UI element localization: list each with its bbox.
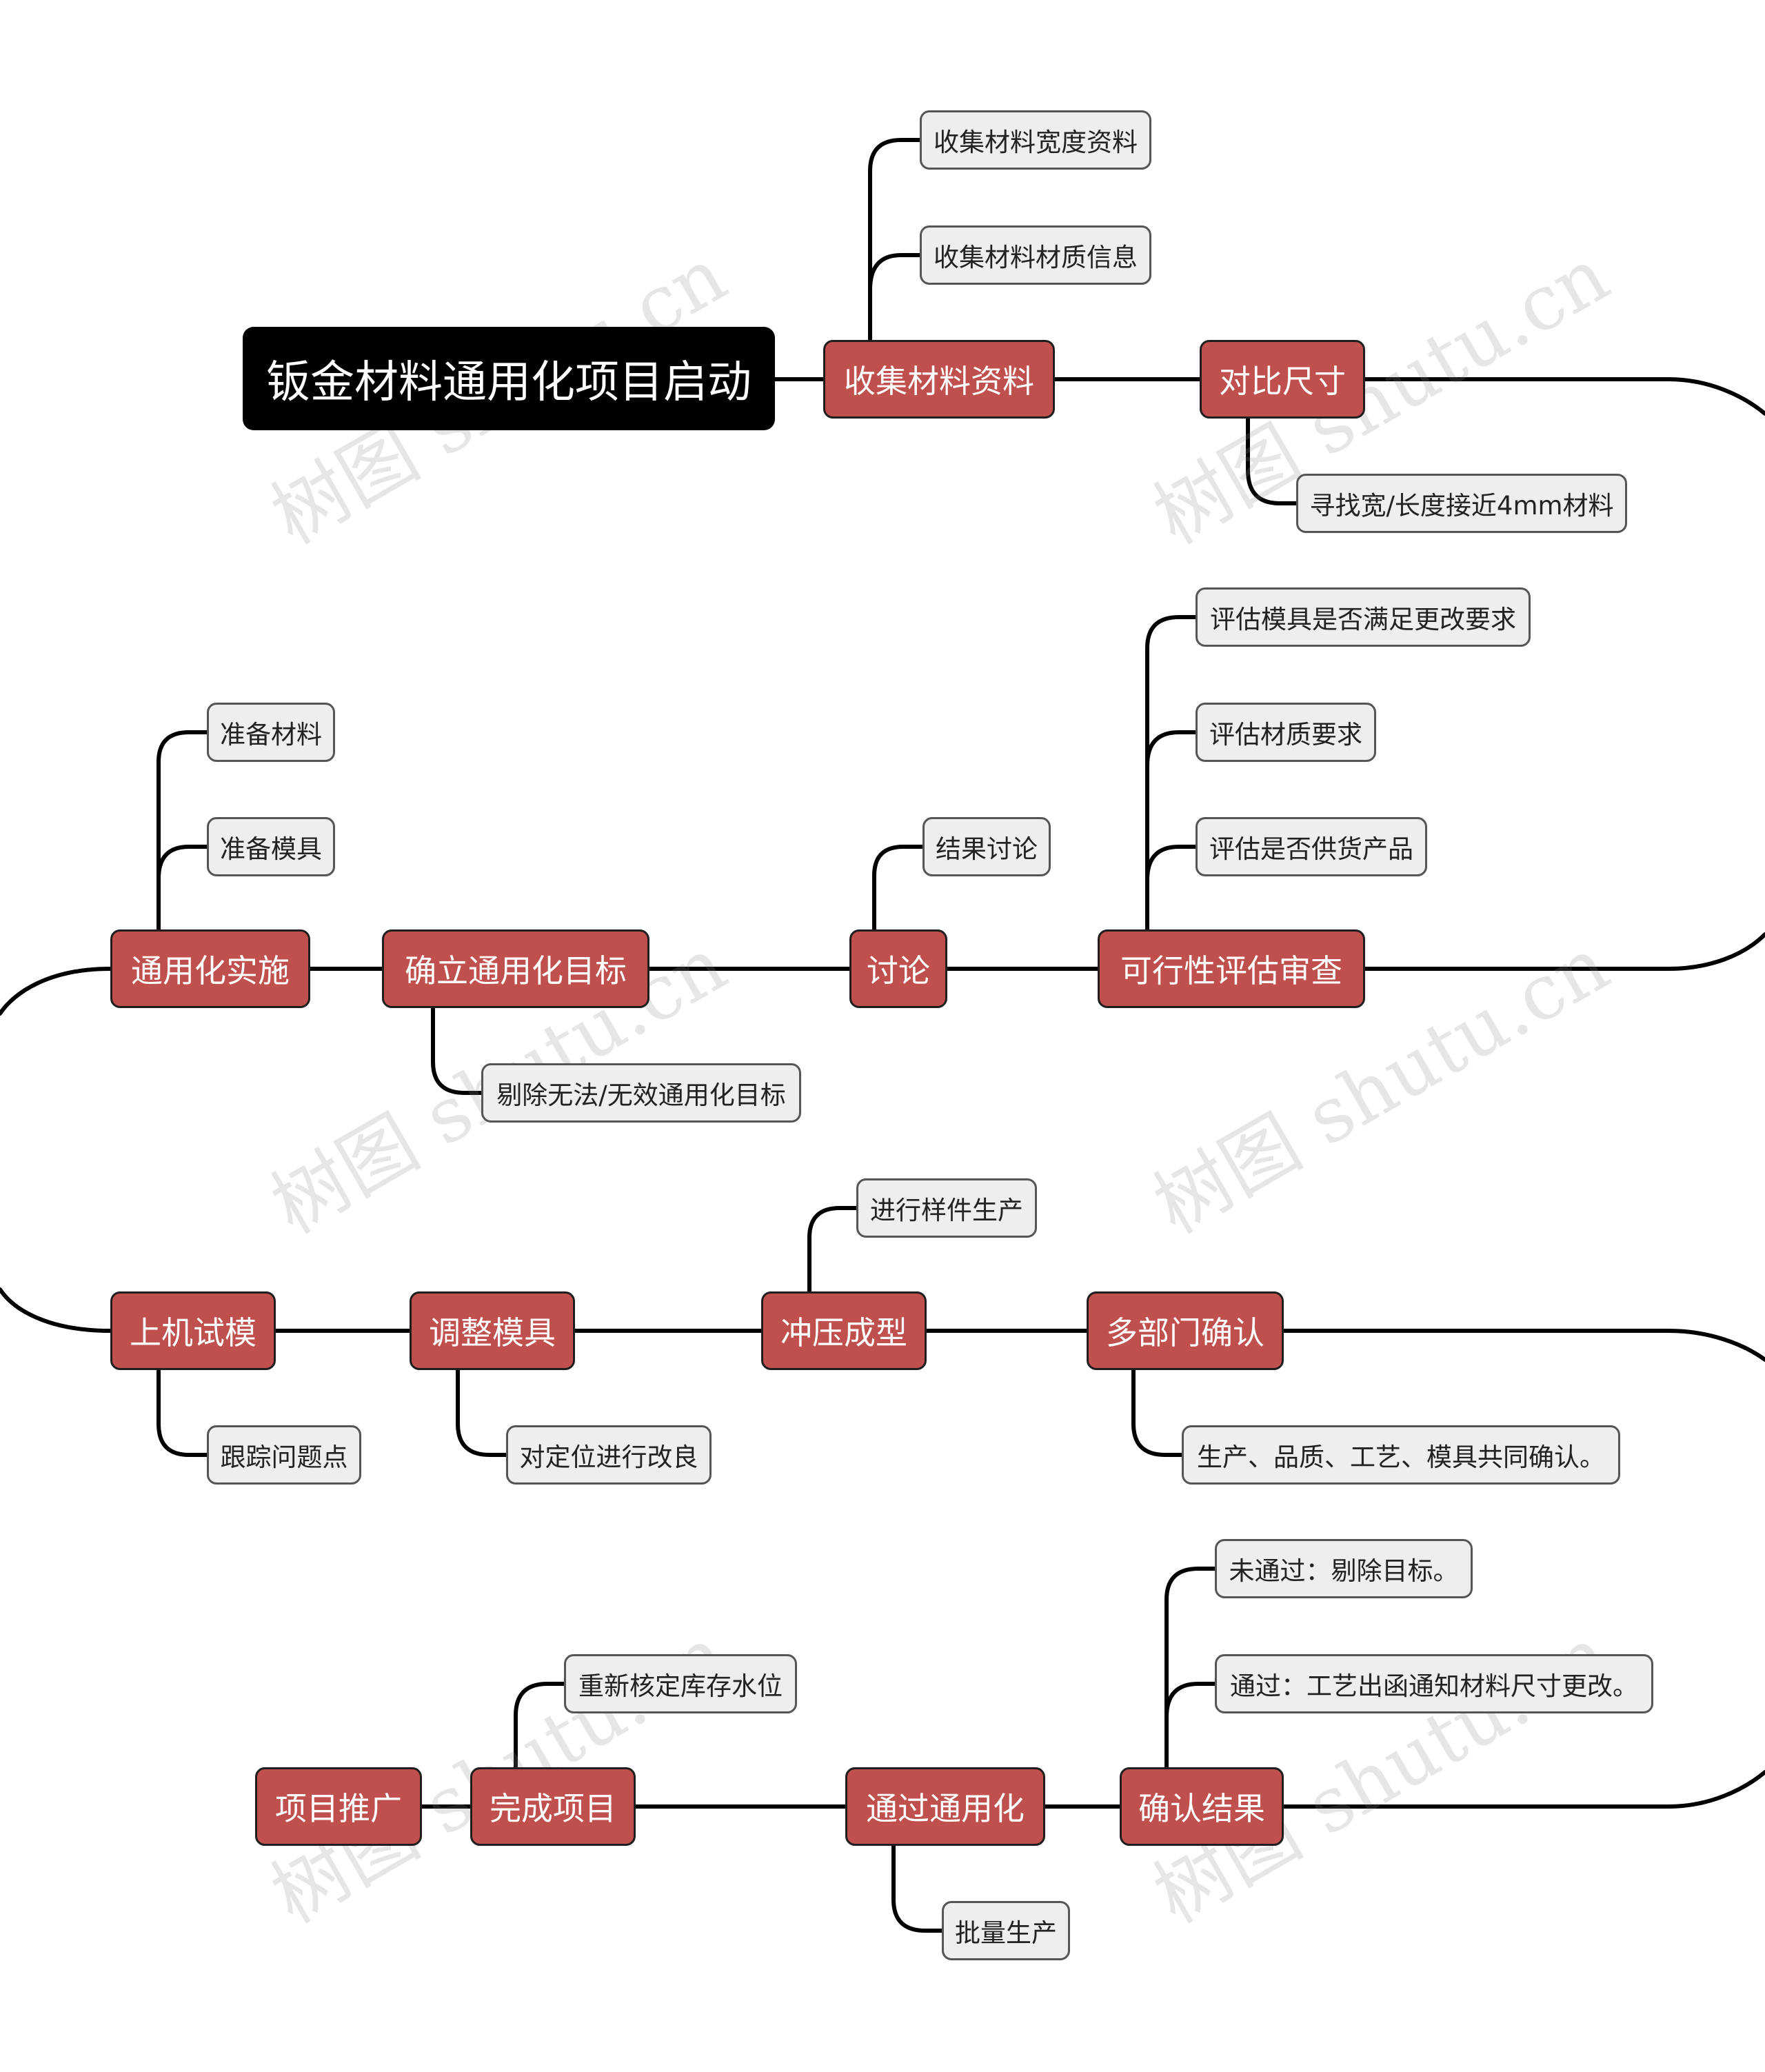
node-label: 讨论 — [867, 952, 930, 989]
leaf-improve-position[interactable]: 对定位进行改良 — [506, 1425, 712, 1485]
node-stamping[interactable]: 冲压成型 — [761, 1291, 927, 1370]
node-goal[interactable]: 确立通用化目标 — [382, 929, 649, 1008]
node-label: 可行性评估审查 — [1120, 952, 1342, 989]
leaf-pass-notice[interactable]: 通过：工艺出函通知材料尺寸更改。 — [1215, 1654, 1653, 1713]
leaf-find-4mm[interactable]: 寻找宽/长度接近4mm材料 — [1296, 474, 1627, 533]
leaf-label: 对定位进行改良 — [519, 1442, 698, 1472]
leaf-label: 通过：工艺出函通知材料尺寸更改。 — [1230, 1671, 1638, 1701]
leaf-mass-production[interactable]: 批量生产 — [942, 1901, 1070, 1960]
node-label: 完成项目 — [490, 1790, 616, 1827]
leaf-remove-invalid[interactable]: 剔除无法/无效通用化目标 — [481, 1063, 801, 1123]
node-label: 通用化实施 — [131, 952, 290, 989]
node-collect[interactable]: 收集材料资料 — [823, 340, 1055, 419]
leaf-collect-width[interactable]: 收集材料宽度资料 — [920, 110, 1151, 170]
root-label: 钣金材料通用化项目启动 — [266, 357, 752, 408]
leaf-label: 生产、品质、工艺、模具共同确认。 — [1197, 1442, 1605, 1472]
leaf-eval-supply[interactable]: 评估是否供货产品 — [1196, 817, 1427, 876]
node-feasibility[interactable]: 可行性评估审查 — [1098, 929, 1365, 1008]
leaf-label: 进行样件生产 — [870, 1196, 1023, 1225]
leaf-label: 评估模具是否满足更改要求 — [1210, 605, 1516, 634]
leaf-label: 剔除无法/无效通用化目标 — [496, 1080, 786, 1110]
leaf-label: 收集材料宽度资料 — [934, 128, 1138, 157]
leaf-not-pass[interactable]: 未通过：剔除目标。 — [1215, 1539, 1473, 1598]
leaf-label: 评估材质要求 — [1209, 720, 1362, 750]
node-label: 项目推广 — [275, 1790, 402, 1827]
node-confirm[interactable]: 多部门确认 — [1087, 1291, 1284, 1370]
node-result[interactable]: 确认结果 — [1120, 1767, 1284, 1846]
leaf-label: 跟踪问题点 — [220, 1442, 348, 1472]
node-discuss[interactable]: 讨论 — [849, 929, 947, 1008]
node-label: 收集材料资料 — [844, 363, 1034, 400]
leaf-collect-material[interactable]: 收集材料材质信息 — [920, 225, 1151, 285]
leaf-eval-mold[interactable]: 评估模具是否满足更改要求 — [1196, 587, 1531, 647]
node-label: 确立通用化目标 — [405, 952, 627, 989]
leaf-label: 未通过：剔除目标。 — [1229, 1556, 1459, 1586]
leaf-label: 评估是否供货产品 — [1209, 834, 1413, 864]
leaf-prep-material[interactable]: 准备材料 — [207, 703, 335, 762]
node-promote[interactable]: 项目推广 — [255, 1767, 422, 1846]
node-label: 上机试模 — [130, 1314, 256, 1351]
node-label: 多部门确认 — [1106, 1314, 1264, 1351]
leaf-prep-mold[interactable]: 准备模具 — [207, 817, 335, 876]
node-pass[interactable]: 通过通用化 — [845, 1767, 1045, 1846]
node-implement[interactable]: 通用化实施 — [110, 929, 310, 1008]
node-label: 确认结果 — [1138, 1790, 1265, 1827]
leaf-label: 准备材料 — [220, 720, 322, 750]
root-node[interactable]: 钣金材料通用化项目启动 — [243, 327, 775, 430]
leaf-recheck-stock[interactable]: 重新核定库存水位 — [564, 1654, 797, 1713]
leaf-joint-confirm[interactable]: 生产、品质、工艺、模具共同确认。 — [1182, 1425, 1620, 1485]
leaf-sample-production[interactable]: 进行样件生产 — [856, 1178, 1037, 1238]
node-compare[interactable]: 对比尺寸 — [1200, 340, 1365, 419]
leaf-label: 批量生产 — [955, 1918, 1057, 1948]
node-label: 调整模具 — [429, 1314, 556, 1351]
leaf-track-issue[interactable]: 跟踪问题点 — [207, 1425, 361, 1485]
node-label: 冲压成型 — [780, 1314, 907, 1351]
leaf-label: 结果讨论 — [936, 834, 1038, 864]
node-label: 通过通用化 — [866, 1790, 1025, 1827]
leaf-eval-material[interactable]: 评估材质要求 — [1196, 703, 1376, 762]
leaf-label: 重新核定库存水位 — [578, 1671, 783, 1701]
leaf-label: 寻找宽/长度接近4mm材料 — [1309, 491, 1614, 521]
node-trial[interactable]: 上机试模 — [110, 1291, 276, 1370]
leaf-label: 准备模具 — [220, 834, 322, 864]
leaf-label: 收集材料材质信息 — [934, 243, 1138, 272]
leaf-discuss-result[interactable]: 结果讨论 — [922, 817, 1051, 876]
node-complete[interactable]: 完成项目 — [470, 1767, 636, 1846]
node-adjust[interactable]: 调整模具 — [410, 1291, 575, 1370]
node-label: 对比尺寸 — [1219, 363, 1346, 400]
